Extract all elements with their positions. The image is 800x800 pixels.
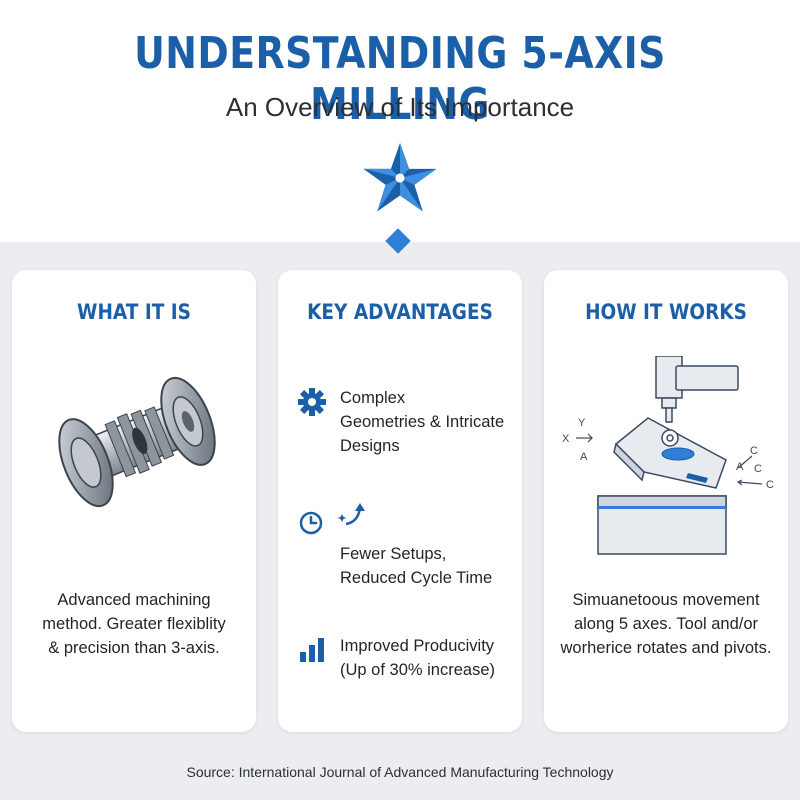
page-title: UNDERSTANDING 5-AXIS MILLING xyxy=(134,28,666,130)
clock-icon xyxy=(299,511,323,535)
sparkle-arrow-icon xyxy=(337,503,365,526)
header-section xyxy=(0,0,800,242)
page-subtitle: An Overview of Its Importance xyxy=(225,92,575,122)
advantage-text: Improved Producivity (Up of 30% increase… xyxy=(340,637,495,679)
card-key-advantages: KEY ADVANTAGES Complex Geometries & Intr… xyxy=(278,270,522,732)
card-how-it-works: HOW IT WORKS Y xyxy=(544,270,788,732)
card-what-it-is: WHAT IT IS xyxy=(12,270,256,732)
five-axis-machine-illustration: Y X A C A C C xyxy=(562,356,774,555)
card-title-what-it-is: WHAT IT IS xyxy=(77,300,191,324)
card-text-what-it-is: Advanced machining method. Greater flexi… xyxy=(42,591,226,657)
gear-shaft-illustration xyxy=(58,376,216,508)
axis-label: C xyxy=(754,463,762,475)
axis-label: C xyxy=(750,445,758,457)
axis-label: Y xyxy=(578,417,586,429)
advantage-text: Fewer Setups, Reduced Cycle Time xyxy=(340,545,493,587)
star-icon xyxy=(363,143,437,212)
axis-label: C xyxy=(766,479,774,491)
source-citation: Source: International Journal of Advance… xyxy=(186,764,614,780)
card-title-key-advantages: KEY ADVANTAGES xyxy=(307,300,493,324)
axis-label: A xyxy=(736,461,744,473)
bar-chart-icon xyxy=(300,638,324,662)
gear-icon xyxy=(298,388,326,416)
card-title-how-it-works: HOW IT WORKS xyxy=(585,300,747,324)
axis-label: X xyxy=(562,433,570,445)
axis-label: A xyxy=(580,451,588,463)
advantage-text: Complex Geometries & Intricate Designs xyxy=(340,389,505,455)
card-text-how-it-works: Simuanetoous movement along 5 axes. Tool… xyxy=(560,591,772,657)
